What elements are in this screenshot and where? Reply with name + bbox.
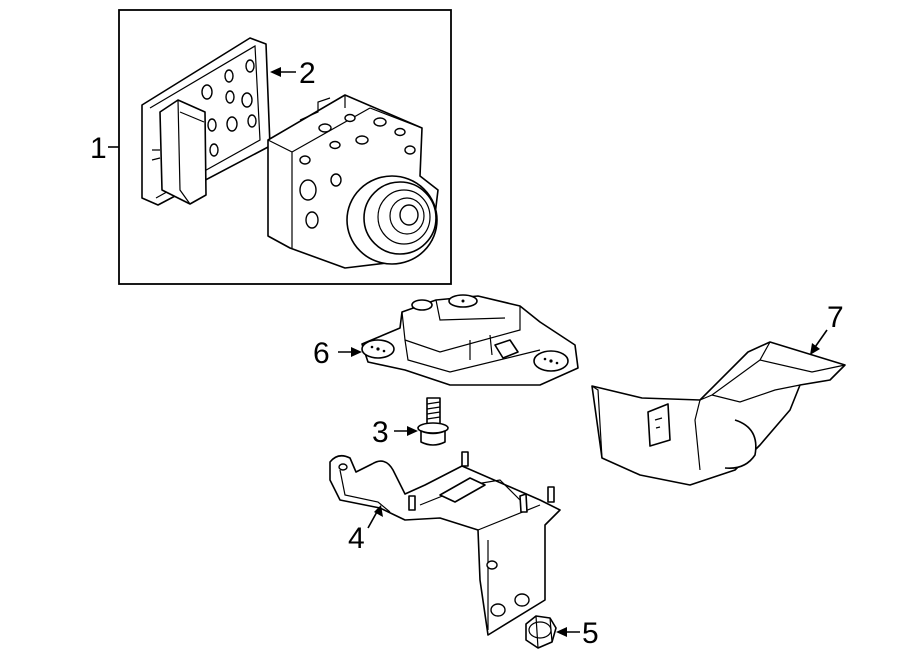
bracket-part-6[interactable]	[361, 294, 579, 386]
hydraulic-unit[interactable]	[267, 94, 439, 269]
callout-7-arrowhead	[810, 343, 820, 355]
callout-3[interactable]: 3	[372, 416, 389, 449]
callout-1[interactable]: 1	[90, 132, 107, 165]
callout-6-arrowhead	[351, 347, 362, 357]
nut-part-5[interactable]	[525, 615, 557, 649]
callout-5-arrowhead	[556, 627, 567, 637]
callout-4[interactable]: 4	[348, 522, 365, 555]
callout-2[interactable]: 2	[299, 57, 316, 90]
callout-4-arrowhead	[374, 505, 383, 517]
callout-5[interactable]: 5	[582, 617, 599, 650]
control-module-part-2[interactable]	[141, 37, 271, 206]
callout-6[interactable]: 6	[313, 337, 330, 370]
shield-part-7[interactable]	[591, 341, 846, 486]
callout-3-arrowhead	[407, 426, 418, 436]
support-bracket-part-4[interactable]	[329, 451, 561, 636]
bolt-part-3[interactable]	[417, 397, 449, 446]
callout-7[interactable]: 7	[827, 301, 844, 334]
callout-2-arrowhead	[270, 67, 281, 77]
